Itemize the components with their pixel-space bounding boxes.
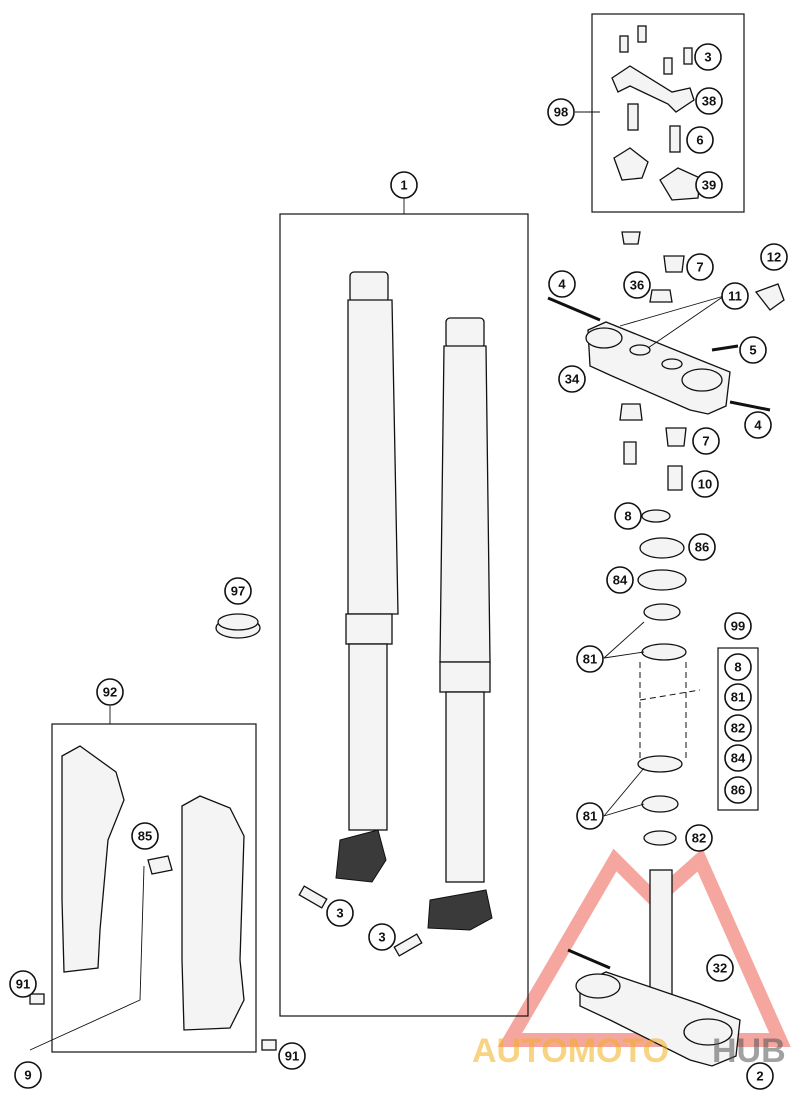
- svg-text:4: 4: [558, 277, 566, 292]
- svg-text:99: 99: [731, 619, 745, 634]
- fork-seal-ring: [215, 613, 261, 639]
- callout-7-upper: 7: [686, 253, 714, 281]
- callout-9: 9: [14, 1061, 42, 1089]
- fork-guard-frame: [51, 723, 257, 1053]
- svg-text:4: 4: [754, 418, 762, 433]
- svg-text:86: 86: [731, 783, 745, 798]
- clamp-bolts: [619, 25, 693, 153]
- callout-86-kit: 86: [724, 776, 752, 804]
- svg-text:91: 91: [16, 977, 30, 992]
- svg-text:8: 8: [734, 660, 741, 675]
- kit-98-frame: [591, 13, 745, 213]
- guard-screws: [29, 993, 277, 1051]
- callout-84-kit: 84: [724, 744, 752, 772]
- callout-36: 36: [623, 271, 651, 299]
- steering-stem-outline: [639, 662, 701, 760]
- svg-text:82: 82: [692, 831, 706, 846]
- kit-99-frame: [717, 647, 759, 811]
- fork-leg-left: [335, 271, 399, 883]
- callout-5: 5: [739, 336, 767, 364]
- callout-39: 39: [695, 171, 723, 199]
- svg-text:7: 7: [702, 434, 709, 449]
- callout-7-lower: 7: [692, 427, 720, 455]
- callout-81-upper: 81: [576, 645, 604, 673]
- svg-text:85: 85: [138, 829, 152, 844]
- svg-text:7: 7: [696, 260, 703, 275]
- upper-clamp-hardware: [547, 231, 785, 491]
- callout-11: 11: [721, 282, 749, 310]
- fork-guard-right: [181, 795, 245, 1031]
- handlebar-clamp-upper: [611, 65, 701, 201]
- svg-text:98: 98: [554, 105, 568, 120]
- callout-84: 84: [606, 566, 634, 594]
- callout-6: 6: [686, 126, 714, 154]
- callout-2: 2: [746, 1062, 774, 1090]
- svg-text:82: 82: [731, 721, 745, 736]
- callout-10: 10: [691, 470, 719, 498]
- svg-text:11: 11: [728, 289, 742, 304]
- callout-99: 99: [724, 612, 752, 640]
- callout-12: 12: [760, 243, 788, 271]
- callout-97: 97: [224, 577, 252, 605]
- callout-4-upper: 4: [548, 270, 576, 298]
- svg-text:10: 10: [698, 477, 712, 492]
- svg-text:12: 12: [767, 250, 781, 265]
- callout-4-lower: 4: [744, 411, 772, 439]
- svg-text:92: 92: [103, 685, 117, 700]
- callout-82: 82: [685, 824, 713, 852]
- svg-text:81: 81: [731, 690, 745, 705]
- callout-3-kit: 3: [694, 43, 722, 71]
- svg-text:38: 38: [702, 94, 716, 109]
- svg-text:97: 97: [231, 584, 245, 599]
- callout-85: 85: [131, 822, 159, 850]
- svg-text:9: 9: [24, 1068, 31, 1083]
- callout-81-kit: 81: [724, 683, 752, 711]
- svg-text:81: 81: [583, 652, 597, 667]
- svg-text:81: 81: [583, 809, 597, 824]
- callout-82-kit: 82: [724, 714, 752, 742]
- callout-32: 32: [706, 954, 734, 982]
- fork-leg-right: [427, 317, 493, 931]
- svg-text:34: 34: [565, 372, 580, 387]
- callout-98: 98: [547, 98, 575, 126]
- svg-text:39: 39: [702, 178, 716, 193]
- callout-91-left: 91: [9, 970, 37, 998]
- svg-text:86: 86: [695, 540, 709, 555]
- watermark-text: AUTOMOTO HUB: [472, 1032, 786, 1070]
- svg-text:3: 3: [378, 930, 385, 945]
- svg-text:5: 5: [749, 343, 756, 358]
- svg-text:3: 3: [336, 906, 343, 921]
- svg-text:2: 2: [756, 1069, 763, 1084]
- clamp-bolt-lower: [567, 948, 611, 970]
- callout-91-right: 91: [278, 1042, 306, 1070]
- svg-text:84: 84: [731, 751, 746, 766]
- callout-86: 86: [688, 533, 716, 561]
- svg-text:6: 6: [696, 133, 703, 148]
- callout-81-lower: 81: [576, 802, 604, 830]
- steering-bearings: [637, 509, 687, 846]
- svg-text:1: 1: [400, 178, 407, 193]
- axle-clamp-bolts: [298, 885, 423, 957]
- callout-38: 38: [695, 87, 723, 115]
- upper-triple-clamp: [585, 321, 731, 415]
- svg-text:91: 91: [285, 1049, 299, 1064]
- guard-clip: [147, 855, 173, 875]
- svg-text:84: 84: [613, 573, 628, 588]
- callout-3-left: 3: [326, 899, 354, 927]
- lower-triple-clamp: [575, 869, 741, 1067]
- callout-3-right: 3: [368, 923, 396, 951]
- svg-text:3: 3: [704, 50, 711, 65]
- watermark-suffix: HUB: [712, 1032, 786, 1070]
- fork-guard-left: [61, 745, 125, 973]
- watermark-prefix: AUTOMOTO: [472, 1032, 669, 1070]
- callout-8-kit: 8: [724, 653, 752, 681]
- svg-text:8: 8: [624, 509, 631, 524]
- callout-34: 34: [558, 365, 586, 393]
- svg-text:32: 32: [713, 961, 727, 976]
- callout-92: 92: [96, 678, 124, 706]
- svg-text:36: 36: [630, 278, 644, 293]
- callout-8: 8: [614, 502, 642, 530]
- callout-1: 1: [390, 171, 418, 199]
